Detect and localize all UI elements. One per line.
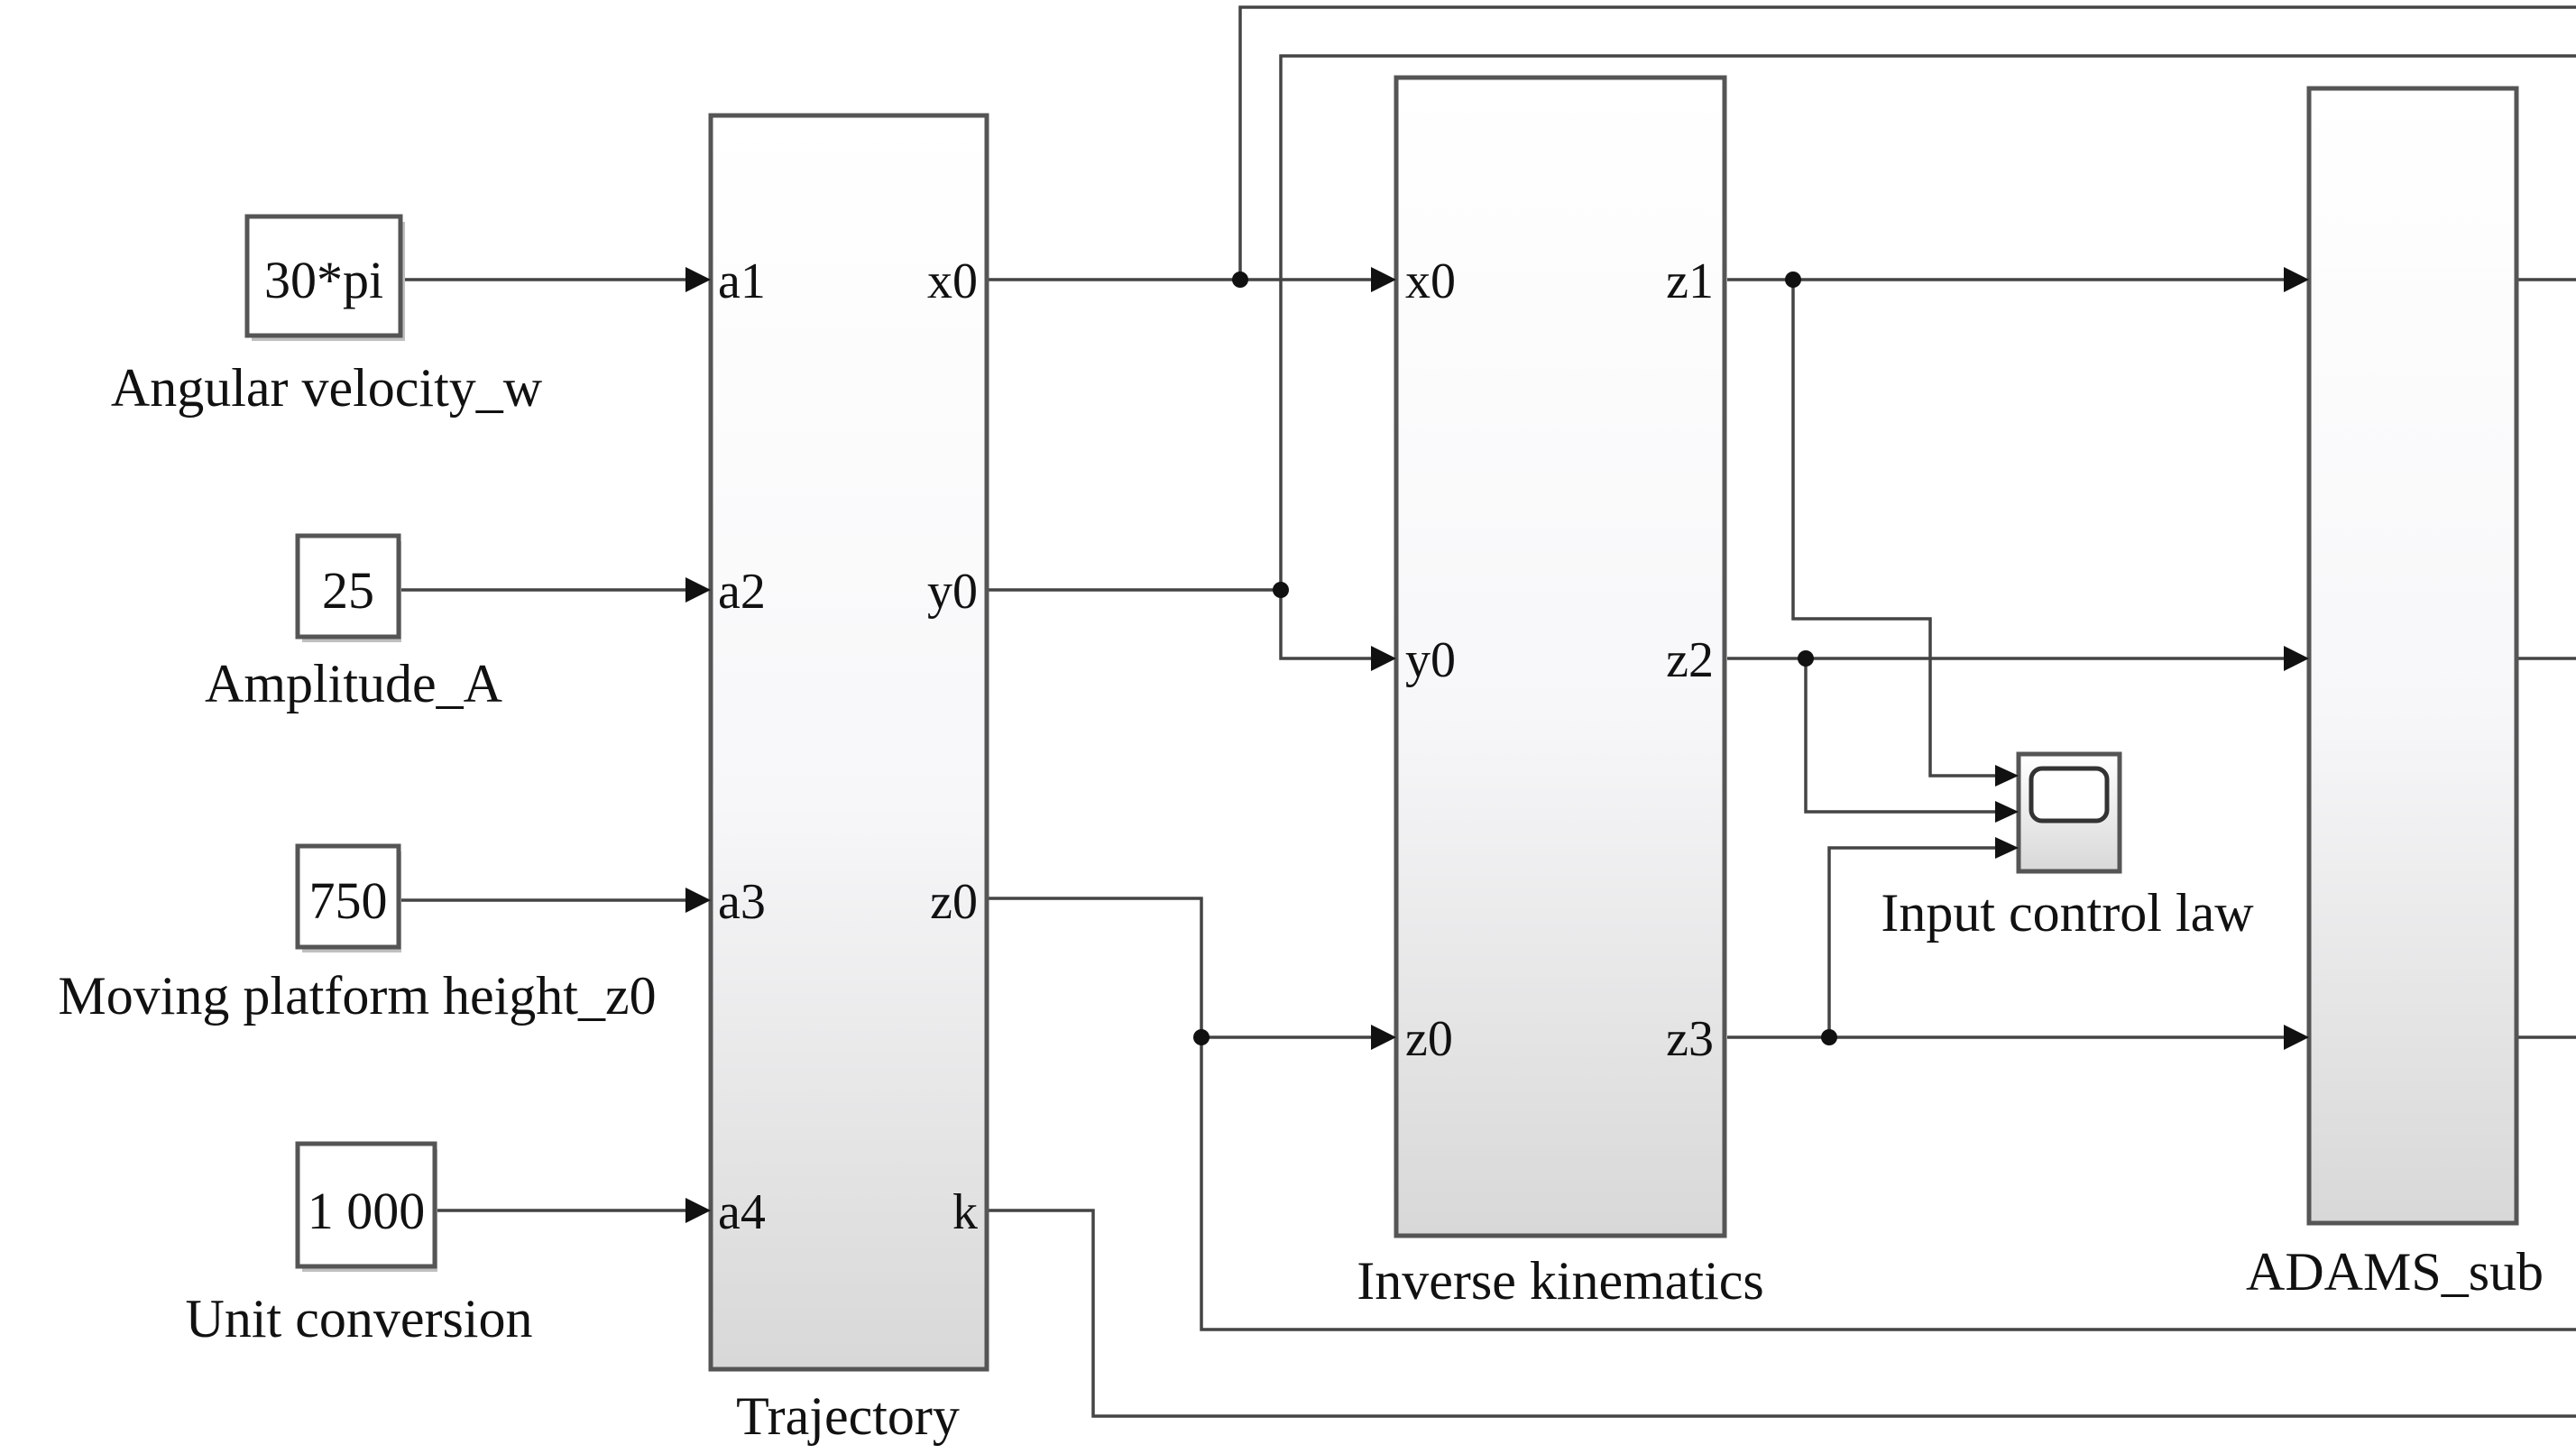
trajectory-input-port: a4: [718, 1184, 766, 1240]
scope-label: Input control law: [1881, 883, 2254, 943]
constant-value: 1 000: [308, 1182, 426, 1240]
trajectory-output-port: z0: [930, 874, 978, 930]
adams-sub-block[interactable]: [2306, 86, 2519, 1226]
constant-label-unit-conversion: Unit conversion: [186, 1289, 533, 1348]
ik-output-port: z1: [1666, 253, 1714, 309]
trajectory-output-port: x0: [927, 253, 978, 309]
constant-block-amplitude[interactable]: 25: [295, 533, 401, 642]
ik-input-port: y0: [1405, 632, 1456, 688]
ik-output-port: z2: [1666, 632, 1714, 688]
constant-label-angular-velocity: Angular velocity_w: [111, 358, 543, 418]
scope-block[interactable]: [2016, 751, 2122, 874]
junction-dots: [1193, 271, 1837, 1045]
ik-input-port: z0: [1405, 1011, 1453, 1067]
trajectory-input-port: a3: [718, 874, 766, 930]
inverse-kinematics-block[interactable]: x0 y0 z0 z1 z2 z3: [1394, 75, 1727, 1238]
wires: [401, 5, 2576, 1418]
inverse-kinematics-label: Inverse kinematics: [1357, 1251, 1764, 1311]
trajectory-label: Trajectory: [736, 1386, 960, 1446]
trajectory-block[interactable]: a1 a2 a3 a4 x0 y0 z0 k: [708, 113, 989, 1372]
constant-block-unit-conversion[interactable]: 1 000: [295, 1141, 437, 1272]
adams-sub-label: ADAMS_sub: [2246, 1242, 2544, 1302]
constant-value: 750: [309, 871, 388, 930]
constant-label-amplitude: Amplitude_A: [205, 654, 502, 713]
constant-block-platform-height[interactable]: 750: [295, 843, 401, 952]
constant-label-platform-height: Moving platform height_z0: [58, 966, 656, 1026]
trajectory-input-port: a2: [718, 564, 766, 620]
constant-block-angular-velocity[interactable]: 30*pi: [244, 214, 405, 341]
trajectory-input-port: a1: [718, 253, 766, 309]
scope-screen-icon: [2029, 766, 2110, 824]
constant-value: 25: [322, 561, 374, 620]
arrowheads: [685, 267, 2309, 1223]
ik-output-port: z3: [1666, 1011, 1714, 1067]
ik-input-port: x0: [1405, 253, 1456, 309]
trajectory-output-port: k: [952, 1184, 978, 1240]
trajectory-output-port: y0: [927, 564, 978, 620]
constant-value: 30*pi: [264, 251, 383, 309]
